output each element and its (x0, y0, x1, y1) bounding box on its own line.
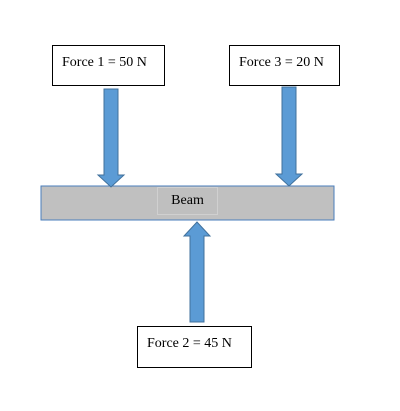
force-1-arrow (96, 88, 126, 188)
force-1-label: Force 1 = 50 N (62, 55, 147, 70)
beam-label: Beam (157, 187, 218, 215)
force-2-label-box: Force 2 = 45 N (137, 326, 252, 368)
force-3-arrow (274, 86, 304, 187)
force-1-label-box: Force 1 = 50 N (52, 45, 165, 86)
force-3-label-box: Force 3 = 20 N (229, 45, 340, 86)
force-3-label: Force 3 = 20 N (239, 55, 324, 70)
force-2-label: Force 2 = 45 N (147, 336, 232, 351)
force-2-arrow (182, 221, 212, 323)
